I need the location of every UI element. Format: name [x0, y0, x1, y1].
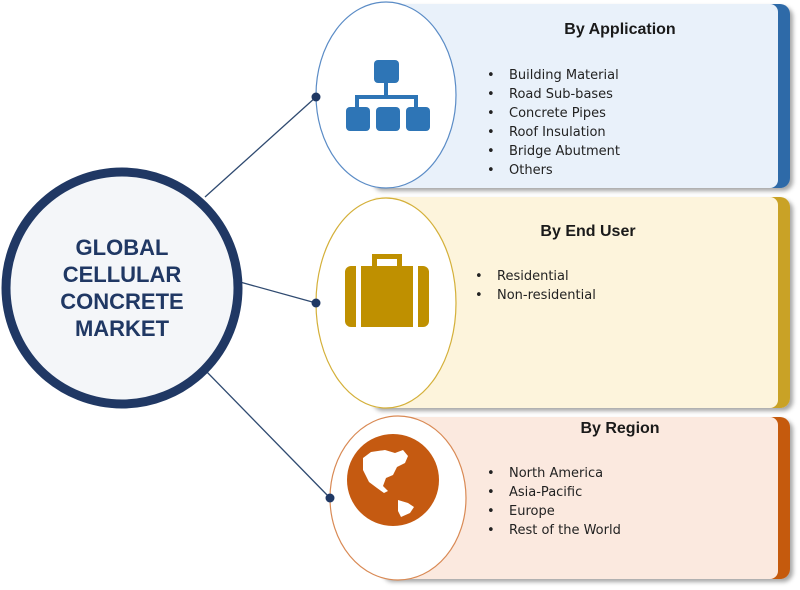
title-line: GLOBAL — [75, 235, 169, 260]
list-item: Concrete Pipes — [487, 104, 620, 123]
region-title: By Region — [580, 420, 660, 437]
connector-dot — [311, 92, 321, 102]
list-item: Bridge Abutment — [487, 142, 620, 161]
end-user-title: By End User — [540, 223, 636, 240]
title-line: MARKET — [74, 316, 170, 341]
connector-lines — [204, 96, 331, 499]
list-item: Roof Insulation — [487, 123, 620, 142]
list-item: North America — [487, 464, 621, 483]
connector-dot — [325, 493, 335, 503]
region-list: North America Asia-Pacific Europe Rest o… — [487, 464, 621, 540]
application-list: Building Material Road Sub-bases Concret… — [487, 66, 620, 180]
application-title: By Application — [564, 21, 676, 38]
list-item: Road Sub-bases — [487, 85, 620, 104]
globe-icon — [347, 434, 439, 526]
list-item: Asia-Pacific — [487, 483, 621, 502]
title-line: CELLULAR — [62, 262, 182, 287]
central-title: GLOBAL CELLULAR CONCRETE MARKET — [30, 234, 214, 342]
end-user-list: Residential Non-residential — [475, 267, 596, 305]
list-item: Building Material — [487, 66, 620, 85]
connector-dot — [311, 298, 321, 308]
central-circle — [1, 167, 243, 409]
list-item: Others — [487, 161, 620, 180]
list-item: Non-residential — [475, 286, 596, 305]
title-line: CONCRETE — [60, 289, 184, 314]
list-item: Rest of the World — [487, 521, 621, 540]
briefcase-icon — [345, 254, 429, 327]
list-item: Europe — [487, 502, 621, 521]
hierarchy-icon — [346, 60, 430, 131]
list-item: Residential — [475, 267, 596, 286]
